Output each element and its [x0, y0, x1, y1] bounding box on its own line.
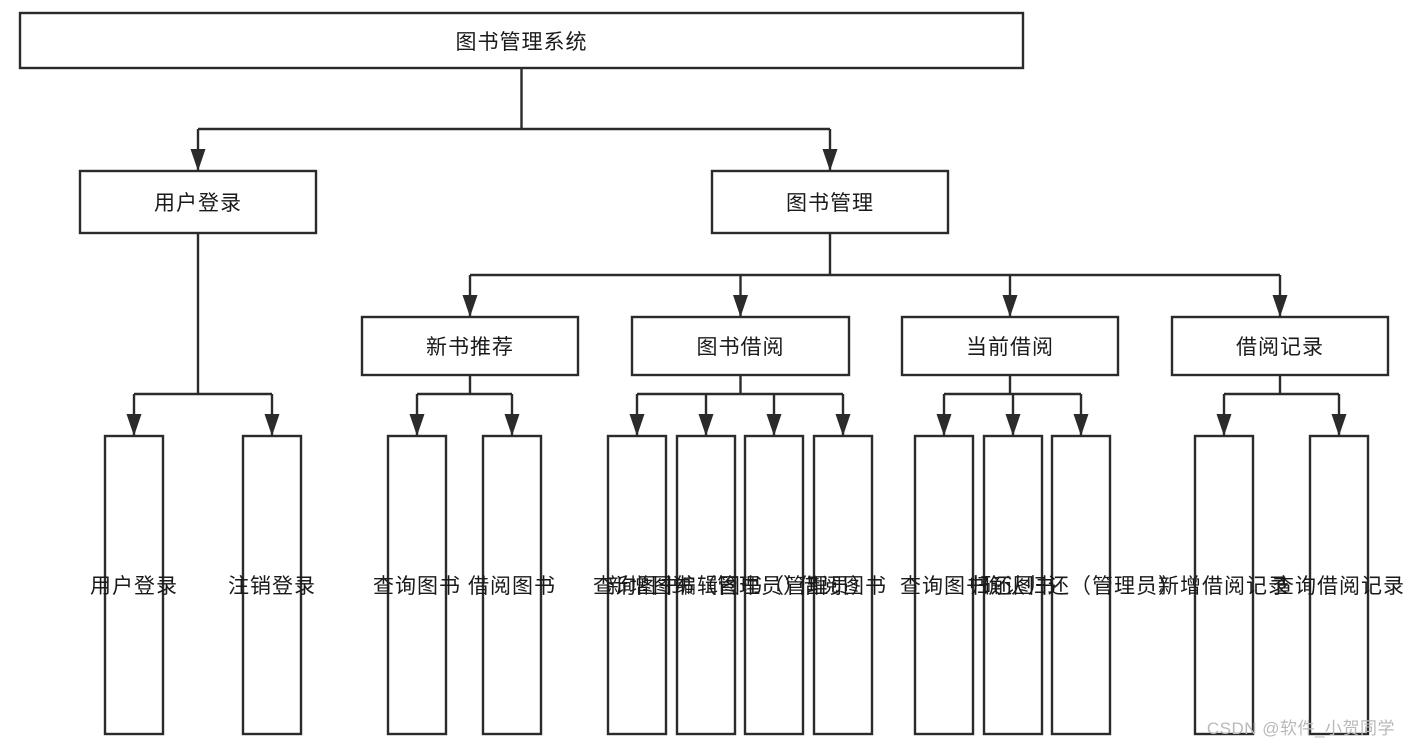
node-box-leaf-query-book-1[interactable]: [386, 434, 448, 736]
arrow-head-icon: [698, 414, 714, 436]
boxes-layer: [18, 11, 1390, 736]
arrow-head-icon: [835, 414, 851, 436]
csdn-watermark: CSDN @软件_小贺同学: [1206, 719, 1395, 738]
arrow-head-icon: [629, 414, 645, 436]
arrow-head-icon: [1331, 414, 1347, 436]
arrow-head-icon: [733, 295, 748, 317]
node-box-leaf-user-login[interactable]: [103, 434, 165, 736]
edge-group-current-borrow: [936, 375, 1089, 436]
arrow-head-icon: [504, 414, 520, 436]
node-box-leaf-return-book[interactable]: [982, 434, 1044, 736]
edge-group-book-borrow: [629, 375, 851, 436]
arrow-head-icon: [766, 414, 782, 436]
node-box-current-borrow[interactable]: [900, 315, 1120, 377]
edge-group-borrow-records: [1216, 375, 1347, 436]
edge-group-root: [190, 68, 838, 171]
arrow-head-icon: [409, 414, 425, 436]
arrow-head-icon: [1216, 414, 1232, 436]
node-box-leaf-confirm-return[interactable]: [1050, 434, 1112, 736]
node-box-new-book-recommend[interactable]: [360, 315, 580, 377]
arrow-head-icon: [1005, 414, 1021, 436]
node-box-leaf-borrow-book-1[interactable]: [481, 434, 543, 736]
node-box-root[interactable]: [18, 11, 1025, 70]
node-box-borrow-records[interactable]: [1170, 315, 1390, 377]
arrow-head-icon: [1002, 295, 1018, 317]
node-box-leaf-borrow-book-2[interactable]: [812, 434, 874, 736]
node-box-leaf-add-book[interactable]: [675, 434, 737, 736]
node-box-leaf-query-record[interactable]: [1308, 434, 1370, 736]
connectors-layer: [126, 68, 1347, 436]
node-box-leaf-add-record[interactable]: [1193, 434, 1255, 736]
arrow-head-icon: [1073, 414, 1089, 436]
node-box-user-login[interactable]: [78, 169, 318, 235]
arrow-head-icon: [126, 414, 142, 436]
node-box-book-borrow[interactable]: [630, 315, 851, 377]
arrow-head-icon: [822, 149, 838, 171]
arrow-head-icon: [936, 414, 952, 436]
arrow-head-icon: [462, 295, 478, 317]
edge-group-book-management: [462, 233, 1288, 317]
node-box-leaf-query-book-2[interactable]: [606, 434, 668, 736]
node-box-leaf-edit-book[interactable]: [743, 434, 805, 736]
node-box-leaf-user-logout[interactable]: [241, 434, 303, 736]
arrow-head-icon: [1272, 295, 1288, 317]
edge-group-user-login: [126, 233, 280, 436]
node-box-leaf-query-book-3[interactable]: [913, 434, 975, 736]
node-box-book-management[interactable]: [710, 169, 950, 235]
edge-group-new-book-recommend: [409, 375, 520, 436]
arrow-head-icon: [264, 414, 280, 436]
arrow-head-icon: [190, 149, 206, 171]
